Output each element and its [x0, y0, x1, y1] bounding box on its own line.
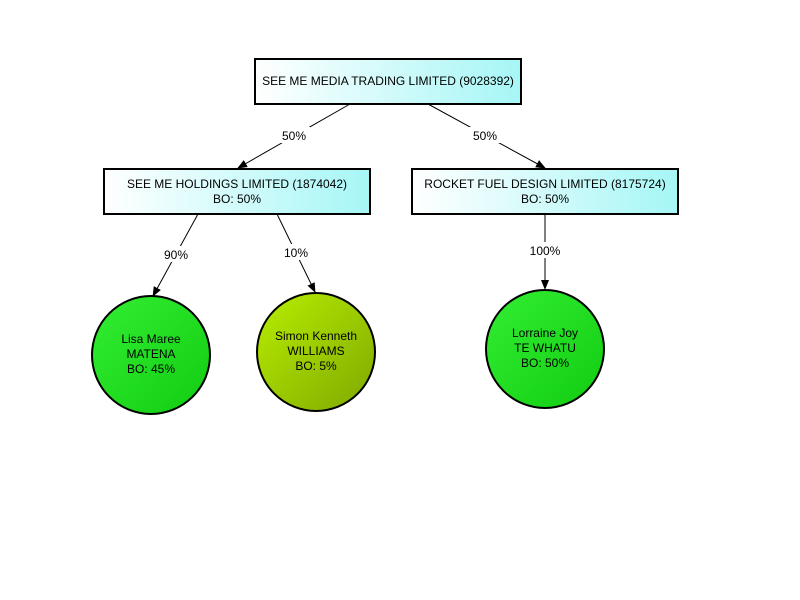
company-node-holdings-line-2: BO: 50% [213, 192, 261, 206]
edge-label-holdings-lisa: 90% [164, 248, 188, 262]
edge-label-rocket-lorraine: 100% [530, 244, 561, 258]
company-node-root[interactable]: SEE ME MEDIA TRADING LIMITED (9028392) [254, 58, 522, 105]
company-node-rocket[interactable]: ROCKET FUEL DESIGN LIMITED (8175724) BO:… [411, 168, 679, 215]
person-node-simon-line-3: BO: 5% [295, 359, 337, 373]
edge-label-root-holdings: 50% [282, 129, 306, 143]
person-node-lisa-line-2: MATENA [126, 347, 175, 361]
person-node-lisa[interactable]: Lisa Maree MATENA BO: 45% [91, 295, 211, 415]
edge-label-root-rocket: 50% [473, 129, 497, 143]
person-node-lisa-line-3: BO: 45% [127, 362, 175, 376]
company-node-holdings[interactable]: SEE ME HOLDINGS LIMITED (1874042) BO: 50… [103, 168, 371, 215]
person-node-lorraine[interactable]: Lorraine Joy TE WHATU BO: 50% [485, 289, 605, 409]
company-node-holdings-line-1: SEE ME HOLDINGS LIMITED (1874042) [127, 177, 347, 191]
person-node-simon-line-1: Simon Kenneth [275, 329, 357, 343]
person-node-simon[interactable]: Simon Kenneth WILLIAMS BO: 5% [256, 292, 376, 412]
company-node-rocket-line-2: BO: 50% [521, 192, 569, 206]
company-node-rocket-line-1: ROCKET FUEL DESIGN LIMITED (8175724) [424, 177, 665, 191]
edge-label-holdings-simon: 10% [284, 246, 308, 260]
company-node-root-line-1: SEE ME MEDIA TRADING LIMITED (9028392) [262, 74, 514, 88]
person-node-lisa-line-1: Lisa Maree [121, 332, 181, 346]
person-node-lorraine-line-1: Lorraine Joy [512, 326, 578, 340]
person-node-lorraine-line-2: TE WHATU [514, 341, 576, 355]
person-node-simon-line-2: WILLIAMS [287, 344, 344, 358]
person-node-lorraine-line-3: BO: 50% [521, 356, 569, 370]
edge-labels: 50% 50% 90% 10% 100% [160, 127, 564, 262]
